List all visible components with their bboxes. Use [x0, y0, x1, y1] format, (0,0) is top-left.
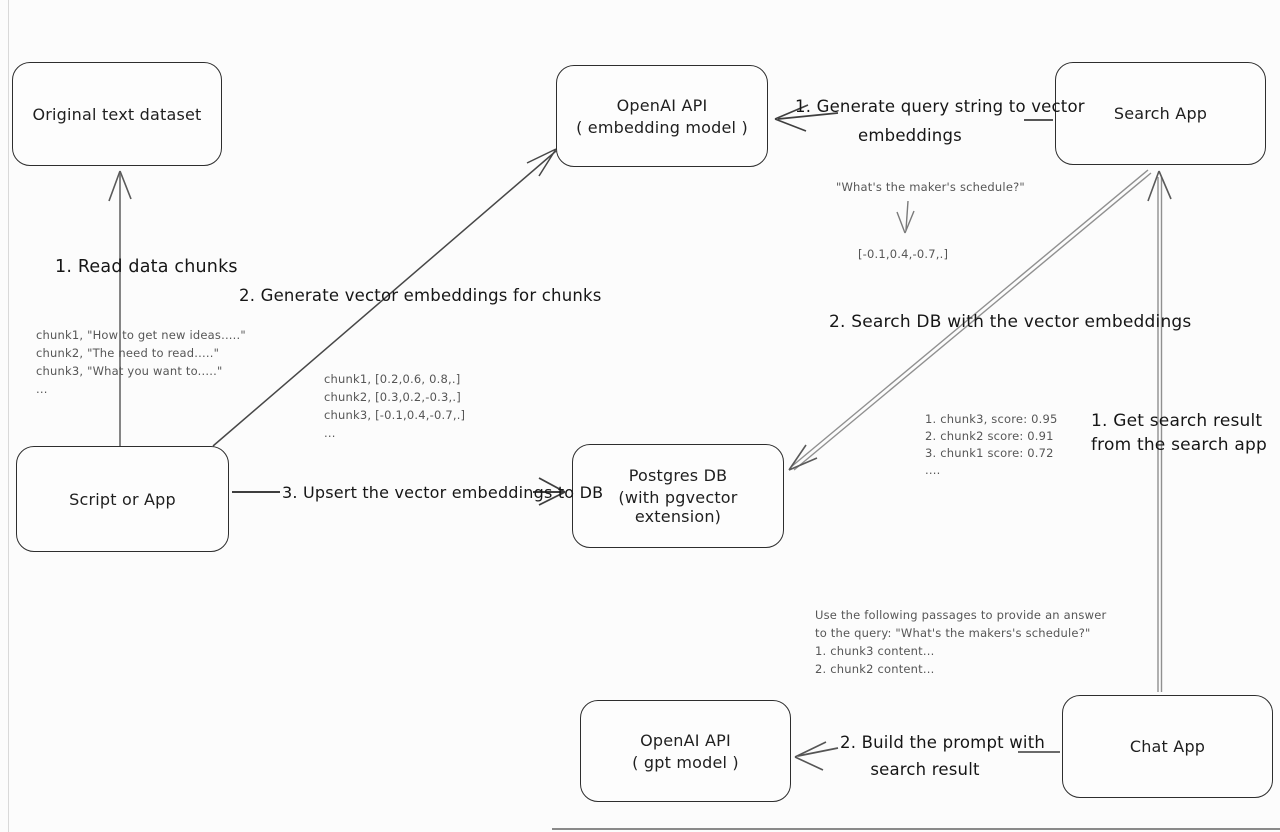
node-sublabel: ( gpt model ) — [632, 752, 739, 772]
annotation-line: ... — [36, 382, 48, 396]
node-postgres-db: Postgres DB (with pgvector extension) — [572, 444, 784, 548]
arrow-upsert-embeddings — [232, 477, 566, 506]
node-label: Search App — [1113, 104, 1208, 123]
edge-label-line: search result — [870, 760, 980, 779]
arrow-read-data-chunks — [108, 170, 132, 446]
annotation-chunk-examples: chunk1, "How to get new ideas....." chun… — [36, 326, 246, 398]
annotation-query-example: "What's the maker's schedule?" — [836, 180, 1025, 194]
arrow-query-to-vector — [774, 104, 1053, 132]
edge-label-line: 2. Build the prompt with — [840, 733, 1046, 752]
annotation-line: .... — [925, 463, 941, 477]
edge-label-line: embeddings — [858, 126, 962, 145]
node-search-app: Search App — [1055, 62, 1266, 165]
node-openai-api-gpt: OpenAI API ( gpt model ) — [580, 700, 791, 802]
annotation-line: chunk2, "The need to read....." — [36, 346, 220, 360]
node-label: Chat App — [1129, 737, 1206, 756]
edge-label-get-search-result: 1. Get search result from the search app — [1091, 409, 1267, 457]
annotation-line: chunk1, [0.2,0.6, 0.8,.] — [324, 372, 461, 386]
annotation-query-vector: [-0.1,0.4,-0.7,.] — [858, 247, 949, 261]
edge-label-line: from the search app — [1091, 435, 1267, 455]
node-label: Script or App — [69, 489, 176, 509]
node-label: OpenAI API — [640, 730, 731, 750]
arrow-generate-embeddings — [212, 148, 557, 447]
node-script-or-app: Script or App — [16, 446, 229, 552]
node-sublabel: (with pgvector extension) — [618, 488, 738, 526]
edge-label-generate-embeddings: 2. Generate vector embeddings for chunks — [239, 286, 602, 305]
annotation-search-scores: 1. chunk3, score: 0.95 2. chunk2 score: … — [925, 411, 1058, 479]
node-original-text-dataset: Original text dataset — [12, 62, 222, 166]
node-chat-app: Chat App — [1062, 695, 1273, 798]
edge-label-build-prompt: 2. Build the prompt with search result — [840, 729, 1046, 783]
annotation-line: 2. chunk2 content... — [815, 662, 935, 676]
node-label: Postgres DB — [628, 466, 728, 485]
edge-label-search-db: 2. Search DB with the vector embeddings — [829, 312, 1192, 332]
annotation-line: chunk3, "What you want to....." — [36, 364, 223, 378]
edge-label-query-to-vector: 1. Generate query string to vector embed… — [795, 92, 1085, 150]
edge-label-read-data-chunks: 1. Read data chunks — [55, 257, 238, 277]
annotation-line: Use the following passages to provide an… — [815, 608, 1107, 622]
query-down-arrow — [896, 200, 915, 234]
annotation-line: 2. chunk2 score: 0.91 — [925, 429, 1054, 443]
canvas-left-edge — [8, 0, 9, 832]
arrow-build-prompt — [794, 741, 1060, 771]
arrow-get-search-result — [1147, 170, 1172, 692]
annotation-chunk-vectors: chunk1, [0.2,0.6, 0.8,.] chunk2, [0.3,0.… — [324, 370, 465, 442]
node-sublabel: ( embedding model ) — [576, 117, 748, 137]
annotation-line: chunk3, [-0.1,0.4,-0.7,.] — [324, 408, 466, 422]
canvas-bottom-edge — [552, 828, 1280, 830]
annotation-line: ... — [324, 426, 336, 440]
annotation-line: 1. chunk3 content... — [815, 644, 935, 658]
annotation-line: 1. chunk3, score: 0.95 — [925, 412, 1058, 426]
edge-label-line: 1. Get search result — [1091, 411, 1263, 431]
edge-label-upsert-embeddings: 3. Upsert the vector embeddings to DB — [282, 483, 604, 502]
node-openai-api-embedding: OpenAI API ( embedding model ) — [556, 65, 768, 167]
annotation-prompt-example: Use the following passages to provide an… — [815, 606, 1106, 678]
arrow-search-db — [788, 169, 1152, 471]
edge-label-line: 1. Generate query string to vector — [795, 97, 1085, 116]
annotation-line: to the query: "What's the makers's sched… — [815, 626, 1091, 640]
node-label: Original text dataset — [32, 104, 202, 124]
annotation-line: 3. chunk1 score: 0.72 — [925, 446, 1054, 460]
annotation-line: chunk1, "How to get new ideas....." — [36, 328, 246, 342]
annotation-line: chunk2, [0.3,0.2,-0.3,.] — [324, 390, 461, 404]
node-label: OpenAI API — [616, 95, 708, 115]
